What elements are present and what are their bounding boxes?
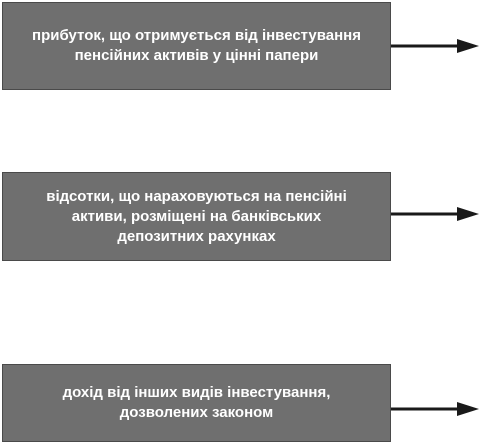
flow-box-2: відсотки, що нараховуються на пенсійні а… <box>2 172 391 261</box>
flow-box-1-text: прибуток, що отримується від інвестуванн… <box>32 27 361 64</box>
flow-box-2-text: відсотки, що нараховуються на пенсійні а… <box>46 187 347 245</box>
arrow-right-icon <box>391 402 479 416</box>
flow-box-3-text: дохід від інших видів інвестування, дозв… <box>62 384 331 421</box>
flow-box-1: прибуток, що отримується від інвестуванн… <box>2 2 391 90</box>
arrow-right-icon <box>391 39 479 53</box>
flow-box-3: дохід від інших видів інвестування, дозв… <box>2 364 391 442</box>
arrow-right-icon <box>391 207 479 221</box>
